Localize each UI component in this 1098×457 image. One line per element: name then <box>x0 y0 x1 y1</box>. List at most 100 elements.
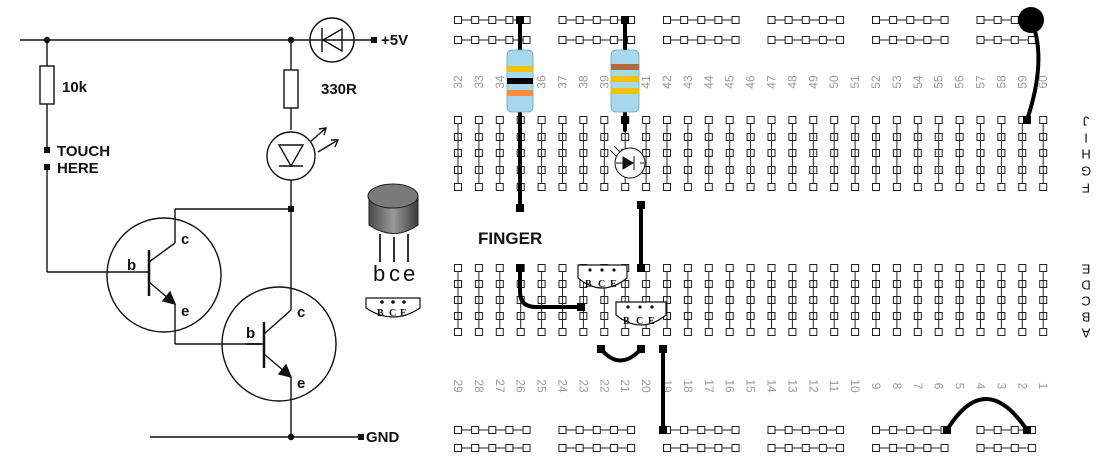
touch-label-line2: HERE <box>57 160 99 177</box>
rail-hole <box>714 36 723 44</box>
rail-hole <box>505 444 514 452</box>
hole-row-upper <box>579 116 588 124</box>
rail-hole <box>836 16 845 24</box>
hole-row-lower <box>872 264 880 272</box>
touch-wire <box>518 266 582 309</box>
resistor-330r <box>283 69 299 109</box>
breadboard-holes <box>454 16 1048 452</box>
column-number-bottom: 22 <box>597 379 611 393</box>
row-letter-lower: E <box>1081 262 1090 277</box>
rail-hole <box>592 16 601 24</box>
row-letter-upper: F <box>1082 181 1090 196</box>
led-symbol <box>266 127 340 181</box>
hole-row-upper <box>621 183 630 191</box>
column-number-top: 47 <box>765 75 779 89</box>
hole-row-upper <box>537 183 546 191</box>
rail-hole <box>488 36 497 44</box>
rail-hole <box>592 36 601 44</box>
column-number-bottom: 29 <box>451 379 465 393</box>
hole-row-upper <box>704 183 713 191</box>
rail-hole <box>575 444 584 452</box>
touch-contact-bottom <box>44 164 50 170</box>
rail-hole <box>454 16 462 24</box>
rail-hole <box>1010 444 1019 452</box>
bb-t2-e-label: E <box>648 316 655 327</box>
rail-hole <box>714 426 723 434</box>
rail-hole <box>872 426 880 434</box>
rail-hole <box>993 426 1002 434</box>
column-number-top: 42 <box>660 75 674 89</box>
hole-row-upper <box>746 116 755 124</box>
hole-row-upper <box>892 183 901 191</box>
rail-hole <box>784 36 793 44</box>
resistor-330r-label: 330R <box>321 81 357 98</box>
column-number-bottom: 25 <box>535 379 549 393</box>
rail-hole <box>906 16 915 24</box>
column-number-top: 38 <box>576 75 590 89</box>
hole-row-lower <box>474 328 483 336</box>
hole-row-lower <box>830 264 839 272</box>
rail-hole <box>889 16 898 24</box>
rail-hole <box>872 36 880 44</box>
hole-row-lower <box>746 328 755 336</box>
hole-row-upper <box>955 116 964 124</box>
rail-hole <box>680 36 689 44</box>
power-wire-connector <box>1018 7 1044 33</box>
column-number-bottom: 7 <box>911 383 925 390</box>
hole-row-lower <box>892 264 901 272</box>
hole-row-lower <box>746 264 755 272</box>
hole-row-upper <box>600 116 609 124</box>
hole-row-lower <box>663 328 671 336</box>
rail-hole <box>558 16 567 24</box>
rail-hole <box>471 36 480 44</box>
column-number-bottom: 15 <box>744 379 758 393</box>
q1-emitter-label: e <box>181 303 189 320</box>
hole-row-upper <box>1018 183 1027 191</box>
rail-hole <box>976 16 985 24</box>
hole-row-upper <box>955 183 964 191</box>
hole-row-lower <box>788 328 797 336</box>
hole-row-upper <box>642 183 651 191</box>
package-pin-c-label: c <box>389 261 400 286</box>
hole-row-lower <box>495 264 504 272</box>
hole-row-upper <box>642 116 651 124</box>
rail-hole <box>801 426 810 434</box>
column-number-bottom: 9 <box>869 383 883 390</box>
rail-hole <box>454 426 462 434</box>
rail-hole <box>801 444 810 452</box>
hole-row-upper <box>474 183 483 191</box>
hole-row-upper <box>704 116 713 124</box>
hole-row-upper <box>454 183 462 191</box>
circuit-schematic <box>20 17 377 441</box>
hole-row-lower <box>913 328 922 336</box>
breadboard: 3233343536373839404142434445464748495051… <box>451 16 1091 452</box>
rail-hole <box>801 16 810 24</box>
column-number-top: 33 <box>472 75 486 89</box>
column-number-top: 43 <box>681 75 695 89</box>
column-number-bottom: 26 <box>514 379 528 393</box>
hole-row-lower <box>537 264 546 272</box>
hole-row-lower <box>976 328 985 336</box>
hole-row-lower <box>809 264 818 272</box>
row-letter-upper: I <box>1084 131 1088 146</box>
rail-hole <box>558 444 567 452</box>
column-number-top: 51 <box>848 75 862 89</box>
rail-hole <box>872 16 880 24</box>
hole-row-upper <box>830 116 839 124</box>
bb-t1-c-label: C <box>598 279 605 290</box>
rail-hole <box>697 16 706 24</box>
column-number-top: 49 <box>806 75 820 89</box>
rail-hole <box>923 36 932 44</box>
rail-hole <box>818 36 827 44</box>
q2-emitter-label: e <box>297 375 305 392</box>
hole-row-lower <box>976 264 985 272</box>
rail-hole <box>889 426 898 434</box>
supply-terminal <box>371 37 377 43</box>
rail-hole <box>889 444 898 452</box>
hole-row-lower <box>663 264 671 272</box>
hole-row-lower <box>997 264 1006 272</box>
rail-hole <box>471 16 480 24</box>
column-number-bottom: 14 <box>765 379 779 393</box>
rail-hole <box>993 444 1002 452</box>
